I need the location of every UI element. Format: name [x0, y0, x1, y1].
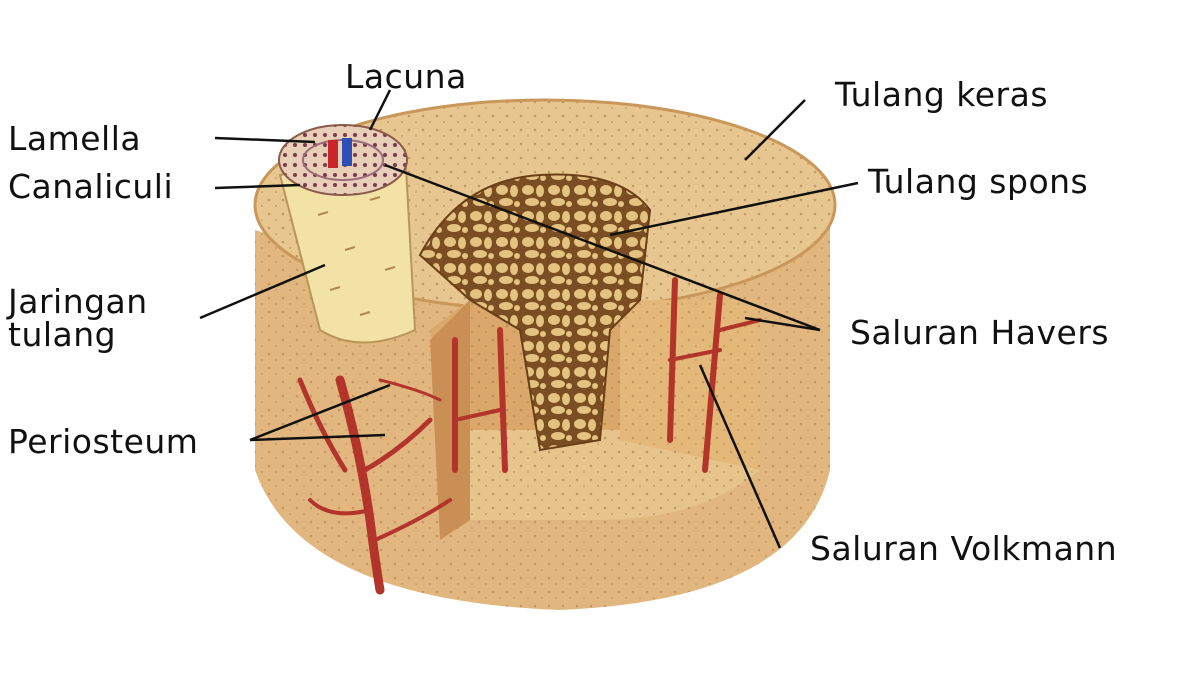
label-canaliculi: Canaliculi: [8, 167, 174, 206]
label-lacuna: Lacuna: [345, 57, 467, 96]
periosteum-leader-1: [249, 383, 391, 442]
label-saluran-volkmann: Saluran Volkmann: [810, 529, 1118, 568]
saluran-havers-leader-2: [744, 316, 821, 332]
tulang-keras-leader: [744, 99, 806, 161]
label-lamella: Lamella: [8, 119, 142, 158]
label-tulang-keras: Tulang keras: [835, 75, 1049, 114]
tulang-spons-leader: [609, 181, 859, 237]
jaringan-leader: [199, 263, 326, 320]
lamella-leader: [214, 136, 316, 144]
label-jaringan-line2: tulang: [8, 315, 117, 354]
saluran-volkmann-leader: [698, 364, 782, 549]
lacuna-leader: [368, 89, 392, 131]
label-tulang-spons: Tulang spons: [868, 162, 1089, 201]
label-saluran-havers: Saluran Havers: [850, 313, 1110, 352]
label-jaringan-line1: Jaringan: [8, 282, 148, 321]
label-periosteum: Periosteum: [8, 422, 199, 461]
periosteum-leader-2: [249, 433, 386, 442]
leader-lines: [199, 89, 859, 549]
canaliculi-leader: [214, 183, 301, 190]
blood-vessels: [297, 277, 762, 595]
saluran-havers-leader-1: [384, 163, 821, 332]
